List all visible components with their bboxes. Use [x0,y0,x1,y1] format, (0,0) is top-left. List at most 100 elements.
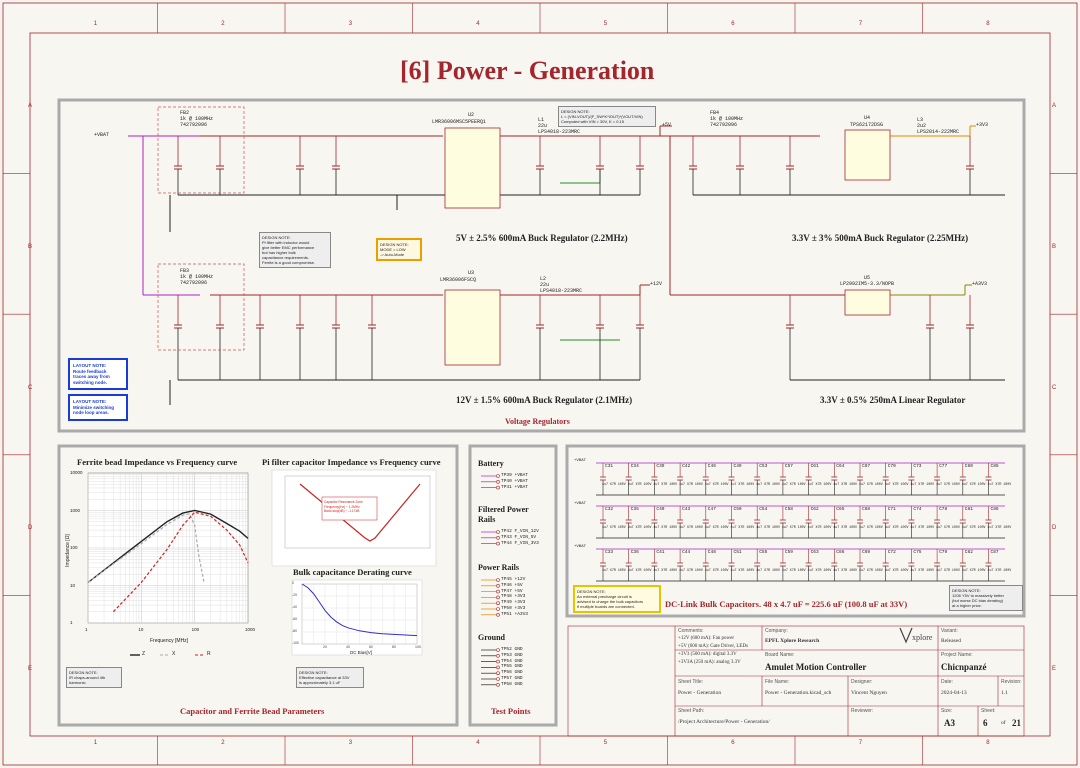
dclink-cap-value: 4u7 X7R 100V [627,482,652,486]
dclink-cap-value: 4u7 X7R 100V [833,482,858,486]
u4-ref: U4 [864,115,871,121]
dclink-cap-value: 4u7 X7R 100V [936,525,960,529]
testpoint-heading-filtered: Filtered Power Rails [478,505,529,524]
dclink-cap-value: 4u7 X7R 100V [910,525,935,529]
dclink-cap-ref: C34 [630,464,639,469]
border-col-label-bottom: 2 [221,740,225,746]
caption-5v: 5V ± 2.5% 600mA Buck Regulator (2.2MHz) [456,233,628,243]
fb-y-tick-label: 100 [70,545,78,550]
dclink-cap-value: 4u7 X7R 100V [987,568,1012,572]
dclink-cap-value: 4u7 X7R 100V [602,568,626,572]
dclink-cap-ref: C61 [810,464,819,469]
border-col-label-bottom: 7 [858,740,863,746]
border-row-label-left: C [28,384,33,391]
u3-part: LMR36006FSCQ [440,277,477,283]
dclink-cap-ref: C65 [836,507,845,512]
dclink-cap-ref: C82 [964,550,973,555]
tb-designer-label: Designer: [851,679,873,685]
dclink-caption: DC-Link Bulk Capacitors. 48 x 4.7 uF = 2… [665,599,908,609]
dclink-cap-value: 4u7 X7R 100V [756,482,780,486]
dclink-cap-ref: C74 [913,507,922,512]
border-col-label-bottom: 5 [603,740,608,746]
l3-label: L3 2u2 LPS2014-222MRC [917,117,960,135]
sheet-title: [6] Power - Generation [400,56,655,85]
fb-legend-r: R [207,651,211,657]
tb-revision: 1.1 [1001,690,1008,696]
u5-ref: U5 [864,275,871,281]
regulators-label: Voltage Regulators [505,417,570,426]
dclink-cap-value: 4u7 X7R 100V [936,482,960,486]
u2-ref: U2 [468,112,475,118]
dclink-cap-ref: C64 [836,464,845,469]
fb-x-tick-label: 10 [138,627,144,632]
capacitor-panel [57,444,459,727]
testpoint-heading-battery: Battery [478,459,504,468]
derating-y-tick-label: -60 [292,617,298,621]
testpoint-item: TP48 +3V3 [501,594,526,600]
testpoint-item: TP51 +A3V3 [501,611,529,617]
tb-size-label: Size: [941,708,953,714]
dclink-cap-value: 4u7 X7R 100V [961,525,986,529]
caption-12v: 12V ± 1.5% 600mA Buck Regulator (2.1MHz) [456,395,633,405]
fb-x-tick-label: 1000 [245,627,256,632]
caption-3v3: 3.3V ± 3% 500mA Buck Regulator (2.25MHz) [792,233,969,243]
fb-x-tick-label: 100 [191,627,200,632]
out-3v3-label: +3V3 [976,122,989,128]
dclink-cap-ref: C80 [964,464,973,469]
dclink-cap-ref: C72 [887,550,896,555]
l2-label: L2 22u LPS4018-223MRC [540,276,583,294]
pi-chart [271,469,437,567]
dclink-cap-value: 4u7 X7R 100V [884,568,909,572]
testpoint-item: TP45 +12V [501,577,526,582]
dclink-1206-note: DESIGN NOTE: 1206 Y5V to massively bette… [949,585,1023,611]
dclink-cap-ref: C55 [759,550,768,555]
u5-part: LP2992IM5-3.3/NOPB [840,281,895,287]
tb-path-label: Sheet Path: [678,708,705,714]
tb-comment-line: +3V3A (250 mA): analog 3.3V [678,660,741,665]
dclink-cap-ref: C59 [784,550,793,555]
tb-comments-label: Comments: [678,628,704,634]
u4-body [844,129,891,181]
l1-label: L1 22u LPS4018-223MRC [538,117,581,135]
testpoint-item: TP55 GND [501,664,523,670]
dclink-cap-value: 4u7 X7R 100V [730,568,755,572]
dclink-cap-value: 4u7 X7R 100V [987,482,1012,486]
border-row-label-right: E [1052,665,1057,672]
titleblock-frame [567,625,1025,737]
derating-y-tick-label: -80 [292,629,298,633]
dclink-cap-ref: C54 [759,507,768,512]
tb-board: Amulet Motion Controller [765,662,867,672]
dclink-cap-value: 4u7 X7R 100V [833,568,858,572]
dclink-cap-value: 4u7 X7R 100V [730,525,755,529]
fb-y-tick-label: 10000 [70,470,83,475]
derating-x-tick-label: 60 [369,645,373,649]
dclink-cap-ref: C49 [733,464,742,469]
dclink-cap-ref: C63 [810,550,819,555]
border-col-label-top: 8 [986,21,990,27]
tb-variant: Released [941,638,961,644]
dclink-cap-value: 4u7 X7R 100V [627,525,652,529]
border-col-label-bottom: 4 [476,740,480,746]
fb-series-z [87,509,249,584]
dclink-cap-value: 4u7 X7R 100V [884,525,909,529]
dclink-cap-value: 4u7 X7R 100V [859,482,883,486]
border-row-label-right: D [1052,525,1057,532]
tb-project-label: Project Name: [941,652,973,658]
testpoint-item: TP41 +VBAT [501,484,529,490]
dclink-cap-value: 4u7 X7R 100V [679,525,703,529]
dclink-cap-value: 4u7 X7R 100V [807,525,832,529]
derating-x-tick-label: 40 [346,645,350,649]
testpoint-heading-ground: Ground [478,633,505,642]
tb-file-label: File Name: [765,679,790,685]
dclink-cap-ref: C75 [913,550,922,555]
testpoint-item: TP50 +3V3 [501,606,526,611]
dclink-cap-ref: C67 [862,464,871,469]
u2-part: LMR36006MSC5PEERQ1 [432,119,487,125]
fb3-label: FB3 1k @ 100MHz 742792096 [180,268,214,286]
derating-x-tick-label: 100 [415,645,421,649]
dclink-cap-ref: C62 [810,507,819,512]
dclink-vbat-label: +VBAT [574,545,587,549]
dclink-cap-value: 4u7 X7R 100V [807,568,832,572]
dclink-cap-value: 4u7 X7R 100V [910,482,935,486]
dclink-cap-ref: C41 [656,550,665,555]
